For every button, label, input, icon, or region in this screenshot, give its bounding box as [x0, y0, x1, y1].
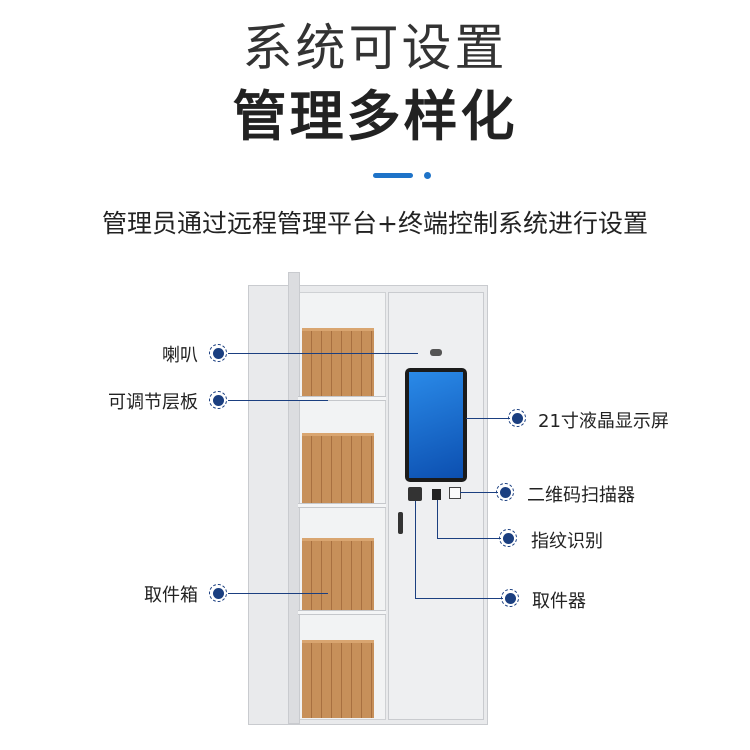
- shelf: [298, 610, 386, 615]
- qr-scanner: [449, 487, 461, 499]
- label-pickup-box: 取件箱: [144, 585, 198, 606]
- right-door: [388, 292, 484, 720]
- pointer-line: [415, 598, 503, 599]
- door-handle: [398, 512, 403, 534]
- file-boxes: [302, 640, 374, 718]
- file-boxes: [302, 538, 374, 610]
- marker-dot: [209, 584, 227, 602]
- label-qr-scanner: 二维码扫描器: [527, 485, 635, 506]
- speaker-icon: [430, 349, 442, 356]
- marker-dot: [496, 483, 514, 501]
- label-fingerprint: 指纹识别: [531, 531, 603, 552]
- file-boxes: [302, 328, 374, 396]
- pointer-line: [228, 400, 328, 401]
- pointer-line: [437, 538, 501, 539]
- title-line-2: 管理多样化: [232, 85, 518, 148]
- open-door: [288, 272, 300, 724]
- title-line-1: 系统可设置: [242, 19, 508, 77]
- label-screen: 21寸液晶显示屏: [538, 411, 669, 432]
- marker-dot: [209, 391, 227, 409]
- subtitle: 管理员通过远程管理平台+终端控制系统进行设置: [102, 209, 648, 238]
- pointer-line: [228, 593, 328, 594]
- decor-dash: [373, 173, 413, 178]
- pointer-line: [415, 501, 416, 598]
- shelf: [298, 396, 386, 401]
- marker-dot: [499, 529, 517, 547]
- marker-dot: [501, 589, 519, 607]
- pointer-line: [437, 500, 438, 538]
- file-boxes: [302, 433, 374, 503]
- decor-dot: [424, 172, 431, 179]
- pointer-line: [466, 418, 510, 419]
- pickup-slot: [432, 489, 441, 500]
- pointer-line: [460, 492, 498, 493]
- label-shelf: 可调节层板: [108, 392, 198, 413]
- label-pickup-device: 取件器: [532, 591, 586, 612]
- marker-dot: [508, 409, 526, 427]
- touch-screen: [405, 368, 467, 482]
- pointer-line: [228, 353, 418, 354]
- marker-dot: [209, 344, 227, 362]
- shelf: [298, 503, 386, 508]
- label-speaker: 喇叭: [162, 345, 198, 366]
- fingerprint-reader: [408, 487, 422, 501]
